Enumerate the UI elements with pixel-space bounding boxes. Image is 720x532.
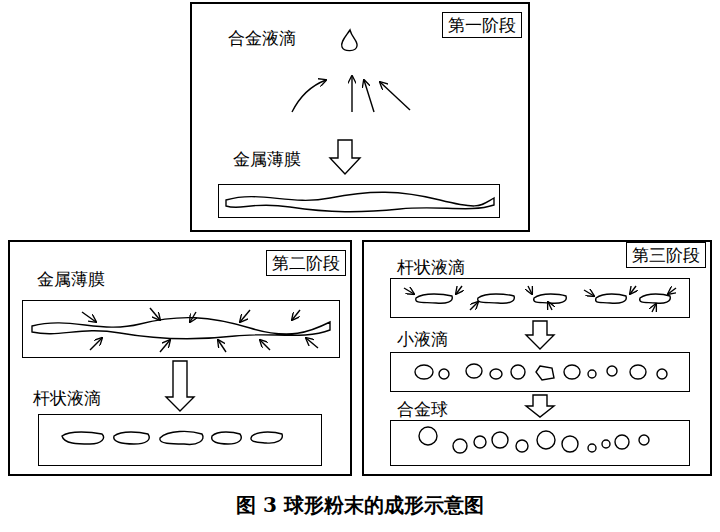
hollow-arrow <box>330 140 360 174</box>
squeeze-arrows <box>404 286 676 312</box>
stage-label: 第二阶段 <box>266 250 346 276</box>
film-band: 小液滴 <box>390 352 690 392</box>
film-band: 杆状液滴 <box>38 414 322 466</box>
inward-arrows <box>82 308 318 352</box>
rising-arrow <box>351 76 352 112</box>
stage-panel: 第三阶段杆状液滴小液滴合金球 <box>362 240 712 476</box>
film-band: 合金球 <box>390 420 690 466</box>
rod-droplets <box>416 294 671 303</box>
band-heading: 杆状液滴 <box>395 257 467 277</box>
small-droplets <box>415 364 667 380</box>
figure-caption: 图 3 球形粉末的成形示意图 <box>0 492 720 519</box>
alloy-balls <box>419 427 649 453</box>
rising-arrow <box>380 82 410 110</box>
film-band: 金属薄膜 <box>22 300 340 358</box>
hollow-arrow <box>526 395 554 417</box>
rising-arrow <box>292 80 326 112</box>
stage-panel: 第二阶段金属薄膜杆状液滴 <box>8 240 352 476</box>
metal-film <box>32 318 330 339</box>
rising-arrow <box>364 80 374 112</box>
band-heading: 杆状液滴 <box>31 388 103 408</box>
alloy-droplet <box>342 30 358 51</box>
droplet-label: 合金液滴 <box>226 28 298 48</box>
rod-droplets <box>62 431 282 444</box>
film-band: 金属薄膜 <box>218 184 500 218</box>
band-heading: 小液滴 <box>395 329 450 349</box>
band-heading: 金属薄膜 <box>231 149 303 169</box>
film-band: 杆状液滴 <box>390 278 690 318</box>
stage-label: 第一阶段 <box>442 12 522 38</box>
metal-film <box>226 192 494 212</box>
band-heading: 合金球 <box>395 399 450 419</box>
band-heading: 金属薄膜 <box>35 269 107 289</box>
hollow-arrow <box>166 361 194 411</box>
stage-label: 第三阶段 <box>626 242 706 268</box>
hollow-arrow <box>526 321 554 349</box>
